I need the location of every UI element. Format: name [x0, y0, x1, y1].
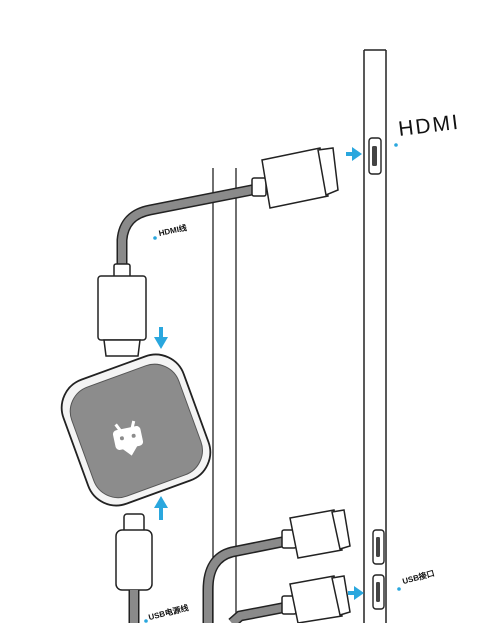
- arrow-icon-power-to-device: [154, 496, 168, 520]
- hdmi-plug-tv-end: [251, 147, 339, 209]
- bullet-usb-power: [144, 619, 148, 623]
- bullet-usb-port: [397, 587, 401, 591]
- hdmi-port: [368, 137, 382, 175]
- usb-plug-upper: [281, 509, 351, 559]
- usb-port-upper: [372, 529, 385, 565]
- tv-box-device: [60, 353, 212, 507]
- usb-c-plug: [115, 513, 153, 591]
- arrow-icon-usb-port: [348, 586, 364, 600]
- tv-panel: [363, 49, 387, 623]
- hdmi-plug-device-end: [97, 263, 147, 357]
- usb-plug-lower: [281, 575, 351, 623]
- bullet-hdmi: [394, 143, 398, 147]
- tv-robot-icon: [112, 420, 144, 456]
- bullet-hdmi-cable: [153, 236, 157, 240]
- usb-port-lower: [372, 574, 385, 610]
- arrow-icon-hdmi-to-device: [154, 327, 168, 349]
- arrow-icon-hdmi-port: [346, 147, 362, 161]
